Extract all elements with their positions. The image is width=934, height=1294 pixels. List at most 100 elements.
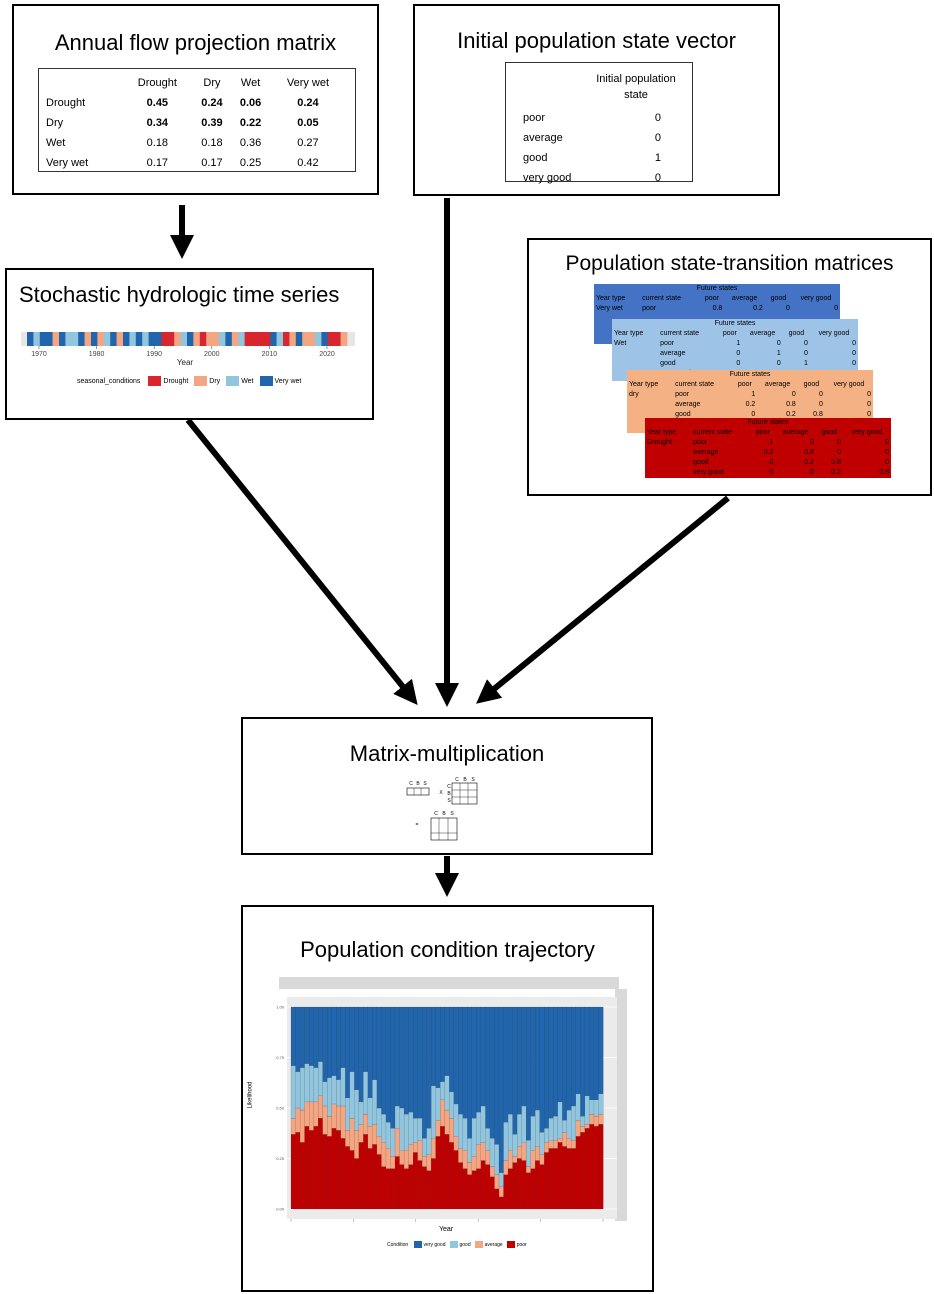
table-cell: 0.24 — [297, 97, 319, 109]
stack-segment-good — [539, 1132, 545, 1155]
column-header: good — [788, 330, 805, 337]
stack-segment-average — [363, 1113, 369, 1135]
stack-segment-good — [548, 1118, 554, 1141]
stack-segment-very_good — [593, 1006, 599, 1100]
year-type-cell — [645, 468, 691, 478]
stack-segment-very_good — [417, 1006, 423, 1119]
legend-label: Dry — [209, 377, 221, 385]
trajectory-xlabel: Year — [439, 1226, 454, 1233]
times-symbol: X — [439, 790, 443, 796]
stack-segment-poor — [449, 1142, 455, 1210]
year-cell — [161, 332, 169, 346]
stack-segment-average — [584, 1124, 590, 1129]
stack-segment-very_good — [539, 1006, 545, 1133]
stack-segment-good — [363, 1071, 369, 1115]
column-header: Dry — [203, 77, 221, 89]
legend-swatch — [449, 1241, 458, 1248]
arrow-transition-to-matrix — [476, 495, 730, 704]
stack-segment-average — [535, 1146, 541, 1161]
matrix-column-label: B — [442, 811, 446, 817]
year-cell — [251, 332, 258, 346]
table-cell: 0 — [818, 391, 823, 398]
legend-swatch — [259, 376, 273, 386]
stack-segment-very_good — [345, 1006, 351, 1098]
stack-segment-good — [566, 1109, 572, 1139]
stack-segment-good — [408, 1111, 414, 1145]
stack-segment-average — [503, 1160, 509, 1175]
stack-segment-average — [304, 1101, 310, 1127]
y-tick-label: 0.75 — [276, 1055, 285, 1060]
stack-segment-poor — [557, 1142, 563, 1210]
axis-tick-label: 1970 — [31, 351, 47, 358]
year-cell — [340, 332, 348, 346]
stack-segment-good — [440, 1081, 446, 1100]
legend-label: Drought — [163, 377, 189, 385]
stack-segment-poor — [462, 1168, 468, 1210]
stack-segment-very_good — [440, 1006, 446, 1082]
stack-segment-average — [403, 1150, 409, 1169]
column-header — [46, 73, 122, 93]
column-header: very good — [800, 295, 832, 302]
legend-swatch — [148, 376, 162, 386]
stack-segment-poor — [453, 1150, 459, 1210]
year-cell — [334, 332, 341, 346]
stack-segment-very_good — [584, 1006, 590, 1096]
year-cell — [46, 332, 53, 346]
stack-segment-very_good — [299, 1006, 305, 1068]
stack-segment-good — [367, 1097, 373, 1127]
stack-segment-average — [299, 1109, 305, 1143]
stack-segment-poor — [431, 1158, 437, 1210]
row-label: Drought — [46, 97, 86, 109]
table-cell: 0.34 — [146, 117, 169, 129]
year-cell — [238, 332, 245, 346]
legend-title: seasonal_conditions — [77, 377, 141, 385]
stack-segment-very_good — [530, 1006, 536, 1117]
table-cell: 0.2 — [831, 469, 841, 476]
stack-segment-poor — [345, 1146, 351, 1210]
table-cell: 0 — [654, 172, 661, 184]
table-cell: 0.17 — [146, 157, 169, 169]
stack-segment-good — [290, 1065, 296, 1119]
stack-segment-very_good — [553, 1006, 559, 1117]
year-type-cell — [645, 448, 691, 458]
row-label: poor — [693, 439, 708, 446]
year-type-cell — [612, 349, 658, 359]
trajectory-strip-right — [615, 989, 627, 1221]
stack-segment-very_good — [562, 1006, 568, 1121]
year-cell — [103, 332, 111, 346]
table-row: Future states — [645, 418, 891, 428]
stack-segment-average — [345, 1130, 351, 1147]
stochastic-timeseries-title: Stochastic hydrologic time series — [19, 282, 340, 307]
year-type-cell: dry — [629, 391, 639, 398]
stack-segment-average — [548, 1140, 554, 1149]
column-header: very good — [818, 330, 850, 337]
column-header: Very wet — [286, 77, 330, 89]
column-header: current state — [675, 381, 714, 388]
stack-segment-very_good — [394, 1006, 400, 1107]
table-cell: 0.39 — [201, 117, 223, 129]
column-header: average — [749, 330, 776, 337]
stack-segment-poor — [530, 1168, 536, 1210]
stack-segment-good — [426, 1128, 432, 1155]
matrix-column-label: C — [409, 781, 413, 787]
table-cell: 0 — [852, 340, 856, 347]
table-row: Future states — [612, 319, 858, 329]
column-header: poor — [755, 429, 770, 436]
year-cell — [84, 332, 92, 346]
year-cell — [199, 332, 207, 346]
column-header: current state — [660, 330, 699, 337]
stack-segment-good — [503, 1122, 509, 1161]
stack-segment-good — [589, 1099, 595, 1115]
column-header: good — [770, 295, 787, 302]
year-cell — [219, 332, 226, 346]
table-cell: 0 — [867, 391, 871, 398]
legend-swatch — [194, 376, 208, 386]
column-header: poor — [722, 330, 737, 337]
year-cell — [315, 332, 322, 346]
legend-swatch — [413, 1241, 422, 1248]
